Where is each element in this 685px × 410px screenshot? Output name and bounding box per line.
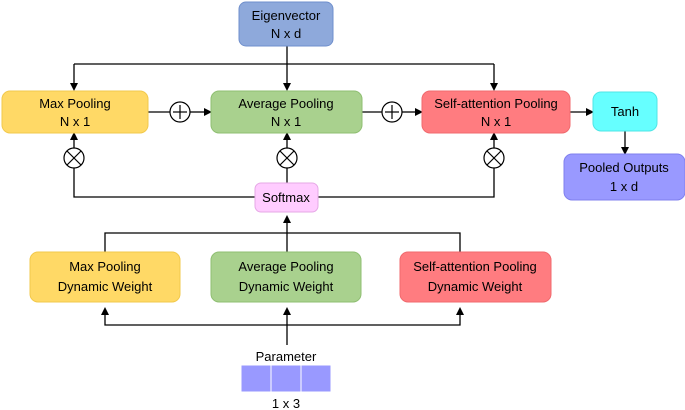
arrow-into-avg-side <box>204 108 212 116</box>
self-weight-sublabel: Dynamic Weight <box>428 279 523 294</box>
max-weight-sublabel: Dynamic Weight <box>58 279 153 294</box>
average-pooling-node: Average Pooling N x 1 <box>210 90 363 134</box>
arrow-into-softmax <box>283 215 291 223</box>
max-weight-label: Max Pooling <box>69 259 141 274</box>
arrow-to-self <box>490 83 498 91</box>
avg-weight-node: Average Pooling Dynamic Weight <box>210 251 362 303</box>
self-weight-box <box>399 251 552 303</box>
self-attention-pooling-box <box>421 90 571 134</box>
max-weight-box <box>29 251 181 303</box>
avg-weight-label: Average Pooling <box>238 259 333 274</box>
max-pooling-node: Max Pooling N x 1 <box>1 90 149 134</box>
self-attention-pooling-node: Self-attention Pooling N x 1 <box>421 90 571 134</box>
arrow-up-maxw <box>101 307 109 315</box>
connections <box>73 46 626 345</box>
avg-weight-box <box>210 251 362 303</box>
max-pooling-label: Max Pooling <box>39 96 111 111</box>
wire-softmax-bus-left <box>73 168 255 198</box>
parameter-cell-3 <box>300 364 332 393</box>
parameter-dims: 1 x 3 <box>272 396 300 410</box>
plus-operator-1 <box>169 101 191 123</box>
arrow-into-tanh <box>586 108 594 116</box>
multiply-operator-1 <box>63 147 85 169</box>
arrow-to-avg <box>283 83 291 91</box>
average-pooling-label: Average Pooling <box>238 96 333 111</box>
average-pooling-dims: N x 1 <box>271 114 301 129</box>
arrow-up-max <box>70 132 78 140</box>
max-pooling-box <box>1 90 149 134</box>
wire-weights-bus <box>104 232 461 252</box>
tanh-label: Tanh <box>611 104 639 119</box>
wire-param-bus <box>104 310 461 326</box>
arrow-up-selfw <box>456 307 464 315</box>
eigenvector-dims: N x d <box>271 26 301 41</box>
pooled-outputs-dims: 1 x d <box>610 179 638 194</box>
pooled-outputs-node: Pooled Outputs 1 x d <box>563 153 685 201</box>
max-pooling-dims: N x 1 <box>60 114 90 129</box>
eigenvector-box <box>238 1 334 47</box>
arrowheads <box>70 83 629 315</box>
eigenvector-label: Eigenvector <box>252 8 321 23</box>
tanh-box <box>592 91 658 132</box>
arrow-up-avgw <box>283 307 291 315</box>
multiply-operator-2 <box>276 147 298 169</box>
softmax-box <box>254 182 319 213</box>
pooled-outputs-label: Pooled Outputs <box>579 160 669 175</box>
parameter-cell-1 <box>240 364 272 393</box>
arrow-up-avg <box>283 132 291 140</box>
arrow-into-self-side <box>415 108 423 116</box>
wire-softmax-bus-right <box>318 168 495 198</box>
arrow-into-pooled <box>621 147 629 155</box>
self-weight-node: Self-attention Pooling Dynamic Weight <box>399 251 552 303</box>
tanh-node: Tanh <box>592 91 658 132</box>
parameter-node: Parameter 1 x 3 <box>240 349 332 410</box>
max-weight-node: Max Pooling Dynamic Weight <box>29 251 181 303</box>
arrow-to-max <box>70 83 78 91</box>
parameter-label: Parameter <box>256 349 317 364</box>
avg-weight-sublabel: Dynamic Weight <box>239 279 334 294</box>
softmax-label: Softmax <box>262 190 310 205</box>
self-weight-label: Self-attention Pooling <box>413 259 537 274</box>
softmax-node: Softmax <box>254 182 319 213</box>
average-pooling-box <box>210 90 363 134</box>
arrow-up-self <box>490 132 498 140</box>
self-attention-pooling-dims: N x 1 <box>481 114 511 129</box>
parameter-cell-2 <box>270 364 302 393</box>
plus-operator-2 <box>381 101 403 123</box>
pooled-outputs-box <box>563 153 685 201</box>
eigenvector-node: Eigenvector N x d <box>238 1 334 47</box>
multiply-operator-3 <box>483 147 505 169</box>
self-attention-pooling-label: Self-attention Pooling <box>434 96 558 111</box>
